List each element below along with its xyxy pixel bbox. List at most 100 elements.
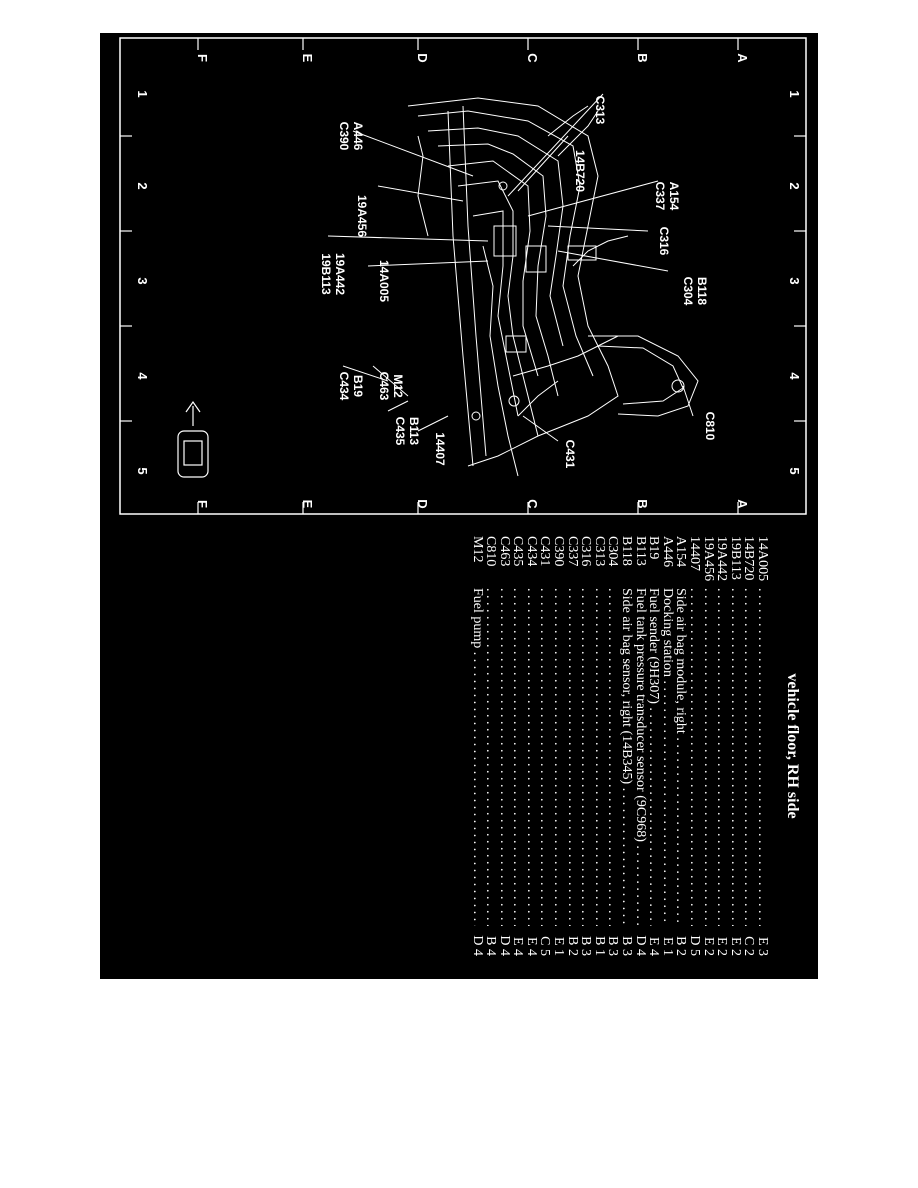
grid-row-letter: A <box>735 53 750 63</box>
legend-description <box>484 588 498 926</box>
callout-label: A154 <box>667 182 681 211</box>
grid-col-number: 3 <box>787 277 802 284</box>
legend-grid-location: E 2 <box>701 936 715 956</box>
legend-grid-location: B 2 <box>565 936 579 956</box>
callout-label: C810 <box>703 412 717 441</box>
legend-code: 19B113 <box>728 536 742 580</box>
callout-label: M12 <box>391 374 405 398</box>
grid-row-letter: F <box>195 54 210 62</box>
callout-label: C337 <box>653 182 667 211</box>
legend-row: 19A442 E 2 <box>715 536 729 956</box>
legend-row: C431C 5 <box>538 536 552 956</box>
legend-code: 14A005 <box>755 536 769 582</box>
legend-row: C337 B 2 <box>565 536 579 956</box>
legend-grid-location: E 4 <box>524 936 538 956</box>
legend-code: C313 <box>592 536 606 567</box>
legend-grid-location: E 4 <box>510 936 525 956</box>
legend-code: 14B720 <box>741 536 756 581</box>
legend-grid-location: E 2 <box>728 936 742 956</box>
legend-grid-location: E 1 <box>660 936 674 956</box>
legend-description <box>579 588 593 926</box>
callout-label: C316 <box>657 227 671 256</box>
diagram-frame <box>119 37 807 515</box>
legend-row: 14B720 C 2 <box>742 536 756 956</box>
callout-label: C390 <box>337 122 351 151</box>
legend-description <box>728 588 742 926</box>
grid-row-letter: B <box>635 53 650 62</box>
grid-col-number: 1 <box>135 90 150 97</box>
legend-code: B118 <box>619 536 634 566</box>
callout-label: B113 <box>407 417 421 445</box>
legend-code: B19 <box>646 536 661 560</box>
grid-row-letter: A <box>735 499 750 509</box>
legend-grid-location: B 3 <box>578 936 593 956</box>
grid-col-number: 2 <box>135 182 150 189</box>
legend-grid-location: E 1 <box>551 936 566 956</box>
legend-grid-location: D 4 <box>633 935 647 956</box>
legend-code: A446 <box>660 536 674 568</box>
legend-code: 19A456 <box>701 536 715 582</box>
legend-grid-location: B 2 <box>673 936 688 956</box>
callout-label: 19A456 <box>355 195 369 237</box>
legend-row: C810B 4 <box>484 536 498 956</box>
callout-labels: C31314B720A154C337C316B118C304C810C43114… <box>319 96 717 469</box>
legend-code: 19A442 <box>714 536 729 582</box>
grid-row-letter: F <box>195 500 210 508</box>
grid-col-number: 4 <box>787 372 802 380</box>
grid-row-letter: B <box>635 499 650 508</box>
legend-row: 14407D 5 <box>687 536 701 956</box>
legend-rows: 14A005E 314B720C 219B113E 219A442E 219A4… <box>470 536 769 956</box>
callout-label: 14B720 <box>573 150 587 192</box>
legend-description: Side air bag module, right <box>674 588 688 926</box>
legend-grid-location: B 4 <box>483 936 498 956</box>
legend-code: 14407 <box>687 536 702 571</box>
legend-description: Side air bag sensor, right (14B345) <box>619 588 633 926</box>
callout-label: C304 <box>681 277 695 306</box>
legend-row: C435 E 4 <box>511 536 525 956</box>
callout-label: C313 <box>593 96 607 125</box>
grid-row-letter: C <box>525 499 540 509</box>
legend-code: C435 <box>510 536 525 567</box>
legend-code: C434 <box>524 536 538 567</box>
legend-code: C390 <box>551 536 566 567</box>
legend-description <box>524 588 538 926</box>
legend-description <box>511 588 525 926</box>
legend-grid-location: E 2 <box>714 936 729 956</box>
legend-row: 14A005 E 3 <box>755 536 769 956</box>
callout-label: B19 <box>351 375 365 397</box>
grid-row-letter: D <box>415 499 430 508</box>
legend-row: C313 B 1 <box>592 536 606 956</box>
legend-code: C316 <box>578 536 593 567</box>
component-legend: vehicle floor, RH side 14A005E 314B720C … <box>470 536 805 956</box>
callout-label: C435 <box>393 417 407 446</box>
legend-row: C463D 4 <box>497 536 511 956</box>
callout-label: B118 <box>695 277 709 305</box>
legend-row: C316 B 3 <box>579 536 593 956</box>
legend-description <box>715 588 729 926</box>
legend-row: C390 E 1 <box>552 536 566 956</box>
legend-code: C304 <box>605 536 620 567</box>
legend-code: M12 <box>469 536 484 563</box>
callout-leaders <box>327 93 694 442</box>
legend-grid-location: E 3 <box>755 936 769 956</box>
grid-row-letter: D <box>415 53 430 62</box>
grid-col-number: 3 <box>135 277 150 284</box>
vehicle-floor-drawing <box>407 97 699 477</box>
legend-row: 19A456 E 2 <box>701 536 715 956</box>
callout-label: 19A442 <box>333 253 347 295</box>
legend-grid-location: C 5 <box>537 936 552 956</box>
legend-code: C463 <box>497 536 511 567</box>
legend-description <box>565 588 579 926</box>
legend-grid-location: B 1 <box>592 936 606 956</box>
legend-row: C434 E 4 <box>524 536 538 956</box>
legend-grid-location: C 2 <box>741 936 756 956</box>
legend-code: C337 <box>565 536 579 567</box>
callout-label: C434 <box>337 372 351 401</box>
legend-description <box>497 588 511 926</box>
